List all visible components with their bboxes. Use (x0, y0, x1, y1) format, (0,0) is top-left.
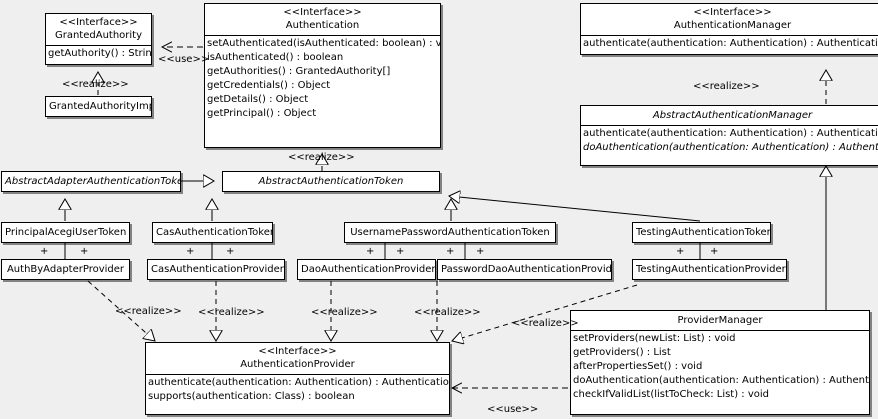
class-name-label: ProviderManager (677, 315, 763, 326)
class-name-label: AuthenticationProvider (240, 359, 355, 370)
stereotype-label: <<Interface>> (693, 7, 772, 18)
class-name-label: GrantedAuthority (54, 30, 143, 41)
class-box-testing-authentication-provider[interactable]: TestingAuthenticationProvider (632, 259, 787, 280)
class-name-label: GrantedAuthorityImpl (49, 101, 152, 112)
class-box-dao-authentication-provider[interactable]: DaoAuthenticationProvider (297, 259, 436, 280)
operation-row: getDetails() : Object (207, 94, 309, 105)
authentication-manager-header: <<Interface>> AuthenticationManager (581, 4, 878, 35)
authentication-header: <<Interface>> Authentication (205, 4, 440, 35)
edge-label-realize-auth-by-adapter-provider: <<realize>> (115, 306, 182, 317)
class-box-provider-manager[interactable]: ProviderManager setProviders(newList: Li… (570, 310, 870, 415)
multiplicity-plus: + (40, 246, 49, 257)
class-name-label: TestingAuthenticationProvider (636, 264, 786, 275)
operation-row: authenticate(authentication: Authenticat… (148, 377, 450, 388)
operation-row: afterPropertiesSet() : void (573, 361, 703, 372)
class-name-label: TestingAuthenticationToken (636, 227, 771, 238)
edge-label-use-authentication-granted-authority: <<use>> (158, 54, 210, 65)
class-box-principal-acegi-user-token[interactable]: PrincipalAcegiUserToken (1, 222, 130, 243)
class-name-label: DaoAuthenticationProvider (301, 264, 436, 275)
operation-row: getCredentials() : Object (207, 80, 331, 91)
multiplicity-plus: + (186, 246, 195, 257)
class-name-label: CasAuthenticationProvider (151, 264, 284, 275)
operation-row: doAuthentication(authentication: Authent… (583, 142, 878, 153)
operation-row: checkIfValidList(listToCheck: List) : vo… (573, 389, 770, 400)
multiplicity-plus: + (710, 246, 719, 257)
stereotype-label: <<Interface>> (258, 346, 337, 357)
class-box-abstract-authentication-token[interactable]: AbstractAuthenticationToken (222, 171, 440, 192)
divider (46, 45, 151, 46)
edge-label-realize-abstract-authentication-manager: <<realize>> (693, 81, 760, 92)
class-name-label: AuthByAdapterProvider (6, 264, 125, 275)
abstract-authentication-manager-operations: authenticate(authentication: Authenticat… (581, 126, 878, 156)
class-name-label: AbstractAuthenticationToken (258, 176, 404, 187)
class-box-username-password-authentication-token[interactable]: UsernamePasswordAuthenticationToken (344, 222, 556, 243)
multiplicity-plus: + (676, 246, 685, 257)
class-box-abstract-adapter-authentication-token[interactable]: AbstractAdapterAuthenticationToken (1, 171, 181, 192)
multiplicity-plus: + (396, 246, 405, 257)
class-box-authentication-manager[interactable]: <<Interface>> AuthenticationManager auth… (580, 3, 878, 55)
class-box-auth-by-adapter-provider[interactable]: AuthByAdapterProvider (1, 259, 130, 280)
class-box-authentication-provider[interactable]: <<Interface>> AuthenticationProvider aut… (145, 342, 450, 415)
operation-row: setAuthenticated(isAuthenticated: boolea… (207, 38, 441, 49)
authentication-manager-operations: authenticate(authentication: Authenticat… (581, 36, 878, 52)
class-box-granted-authority[interactable]: <<Interface>> GrantedAuthority getAuthor… (45, 13, 152, 65)
authentication-operations: setAuthenticated(isAuthenticated: boolea… (205, 36, 440, 122)
provider-manager-operations: setProviders(newList: List) : void getPr… (571, 331, 869, 403)
divider (205, 35, 440, 36)
multiplicity-plus: + (446, 246, 455, 257)
multiplicity-plus: + (476, 246, 485, 257)
class-box-authentication[interactable]: <<Interface>> Authentication setAuthenti… (204, 3, 441, 148)
multiplicity-plus: + (366, 246, 375, 257)
operation-row: authenticate(authentication: Authenticat… (583, 128, 878, 139)
operation-row: doAuthentication(authentication: Authent… (573, 375, 870, 386)
operation-row: getAuthorities() : GrantedAuthority[] (207, 66, 391, 77)
operation-row: getAuthority() : String (48, 48, 152, 59)
edge-label-realize-password-dao-authentication-provider: <<realize>> (414, 307, 481, 318)
class-name-label: AbstractAdapterAuthenticationToken (5, 176, 181, 187)
class-box-abstract-authentication-manager[interactable]: AbstractAuthenticationManager authentica… (580, 105, 878, 166)
operation-row: authenticate(authentication: Authenticat… (583, 38, 878, 49)
edge-label-realize-cas-authentication-provider: <<realize>> (198, 307, 265, 318)
multiplicity-plus: + (80, 246, 89, 257)
divider (581, 35, 878, 36)
class-box-testing-authentication-token[interactable]: TestingAuthenticationToken (632, 222, 771, 243)
class-name-label: AuthenticationManager (673, 20, 792, 31)
edge-label-realize-granted-authority-impl: <<realize>> (62, 79, 129, 90)
operation-row: setProviders(newList: List) : void (573, 333, 736, 344)
granted-authority-operations: getAuthority() : String (46, 46, 151, 62)
divider (571, 330, 869, 331)
class-box-password-dao-authentication-provider[interactable]: PasswordDaoAuthenticationProvider (437, 259, 612, 280)
operation-row: getProviders() : List (573, 347, 671, 358)
class-name-label: Authentication (285, 20, 360, 31)
class-name-label: CasAuthenticationToken (156, 227, 273, 238)
operation-row: getPrincipal() : Object (207, 108, 317, 119)
class-name-label: UsernamePasswordAuthenticationToken (350, 227, 550, 238)
edge-label-use-provider-manager: <<use>> (487, 404, 539, 415)
class-name-label: PasswordDaoAuthenticationProvider (441, 264, 612, 275)
divider (581, 125, 878, 126)
divider (146, 374, 449, 375)
edge-label-realize-abstract-authentication-token: <<realize>> (288, 152, 355, 163)
class-box-cas-authentication-token[interactable]: CasAuthenticationToken (152, 222, 273, 243)
operation-row: isAuthenticated() : boolean (207, 52, 344, 63)
authentication-provider-operations: authenticate(authentication: Authenticat… (146, 375, 449, 405)
class-name-label: AbstractAuthenticationManager (652, 110, 813, 121)
class-name-label: PrincipalAcegiUserToken (5, 227, 127, 238)
stereotype-label: <<Interface>> (59, 17, 138, 28)
stereotype-label: <<Interface>> (283, 7, 362, 18)
multiplicity-plus: + (226, 246, 235, 257)
granted-authority-header: <<Interface>> GrantedAuthority (46, 14, 151, 45)
class-box-cas-authentication-provider[interactable]: CasAuthenticationProvider (147, 259, 285, 280)
abstract-authentication-manager-header: AbstractAuthenticationManager (581, 106, 878, 125)
operation-row: supports(authentication: Class) : boolea… (148, 391, 355, 402)
edge-label-realize-dao-authentication-provider: <<realize>> (311, 307, 378, 318)
edge-label-realize-testing-authentication-provider: <<realize>> (512, 318, 579, 329)
authentication-provider-header: <<Interface>> AuthenticationProvider (146, 343, 449, 374)
provider-manager-header: ProviderManager (571, 311, 869, 330)
class-box-granted-authority-impl[interactable]: GrantedAuthorityImpl (45, 96, 152, 117)
